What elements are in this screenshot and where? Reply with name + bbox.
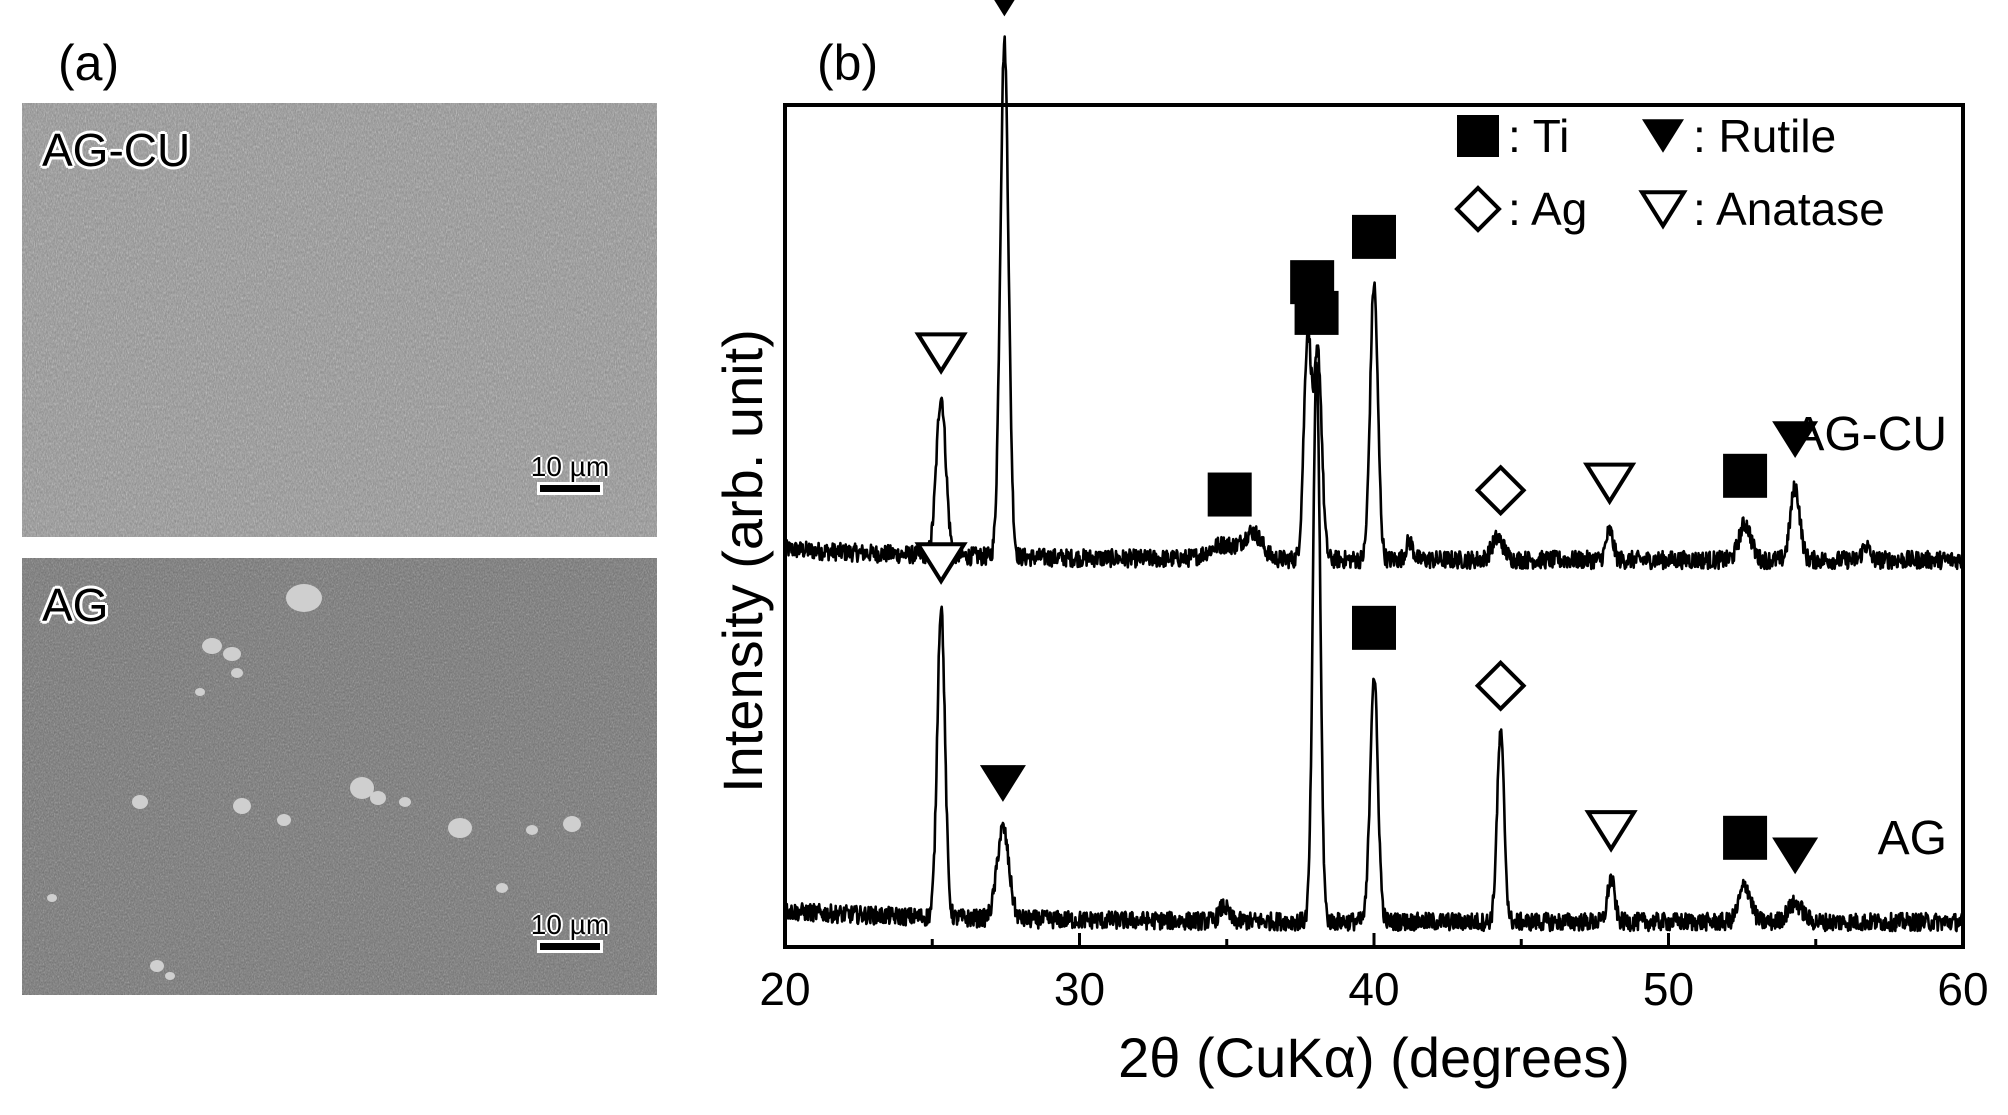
series-line-ag (784, 361, 1965, 933)
x-tick-label: 60 (1937, 963, 1988, 1015)
phase-marker-ti (1352, 214, 1396, 259)
sem-particles (47, 584, 581, 980)
sem-image-ag-cu: AG-CU 10 µm (22, 103, 657, 537)
phase-marker-ti (1207, 472, 1252, 517)
phase-marker-ag (1474, 464, 1527, 517)
phase-marker-rutile (1772, 837, 1819, 875)
legend-marker (1642, 119, 1684, 153)
phase-marker-anatase (914, 332, 968, 375)
series-label: AG-CU (1792, 408, 1947, 461)
phase-marker-rutile (994, 0, 1015, 17)
x-tick-label: 30 (1054, 963, 1105, 1015)
sem-label: AG (42, 579, 109, 631)
sem-image-ag: AG 10 µm (22, 558, 657, 995)
legend-marker (1457, 115, 1499, 157)
phase-marker-ti (1723, 453, 1768, 498)
scale-bar-line (540, 485, 600, 492)
panel-a-label: (a) (58, 35, 120, 91)
sem-label: AG-CU (42, 124, 191, 176)
legend-marker (1454, 185, 1502, 233)
x-tick-label: 50 (1643, 963, 1694, 1015)
series-label: AG (1878, 812, 1947, 865)
y-axis-label: Intensity (arb. unit) (711, 329, 774, 793)
phase-marker-ag (1474, 659, 1527, 712)
phase-marker-anatase (914, 542, 968, 585)
phase-marker-ti (1352, 605, 1396, 650)
scale-bar-label: 10 µm (530, 451, 610, 482)
phase-marker-ti (1294, 290, 1339, 335)
legend-label: : Anatase (1693, 183, 1885, 235)
scale-bar-label: 10 µm (530, 909, 610, 940)
legend-label: : Rutile (1693, 110, 1836, 162)
phase-marker-anatase (1584, 810, 1638, 853)
legend-label: : Ag (1508, 183, 1587, 235)
phase-marker-rutile (979, 765, 1026, 802)
scale-bar: 10 µm (515, 451, 625, 492)
series-line-ag-cu (783, 35, 1965, 571)
legend-marker (1638, 190, 1688, 230)
phase-marker-anatase (1582, 462, 1637, 506)
legend-label: : Ti (1508, 110, 1569, 162)
panel-b-label: (b) (817, 35, 879, 91)
sem-texture (22, 103, 657, 537)
sem-texture (22, 558, 657, 995)
phase-marker-ti (1723, 815, 1768, 860)
phase-marker-rutile (1772, 421, 1819, 458)
x-tick-label: 20 (759, 963, 810, 1015)
x-axis-label: 2θ (CuKα) (degrees) (1118, 1026, 1630, 1089)
x-tick-label: 40 (1348, 963, 1399, 1015)
scale-bar-line (540, 943, 600, 950)
scale-bar: 10 µm (515, 909, 625, 950)
